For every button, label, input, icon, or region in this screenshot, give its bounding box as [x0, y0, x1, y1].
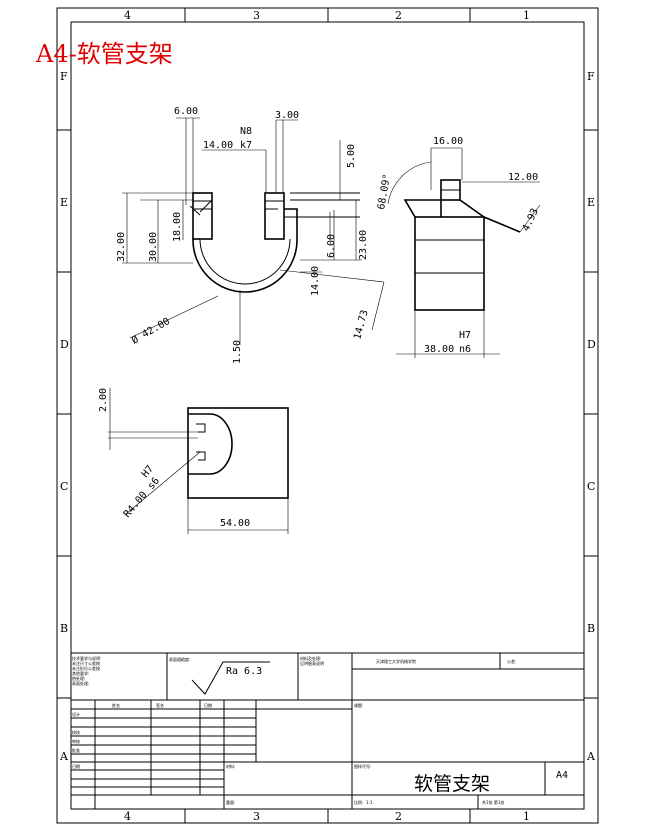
tolerance-label: 公差:: [507, 658, 516, 664]
dim-23: 23.00: [358, 230, 369, 260]
zone-row-c-right: C: [587, 480, 595, 493]
dim-angle: 68.09°: [376, 173, 393, 210]
dim-32: 32.00: [116, 232, 127, 262]
dim-6b: 6.00: [326, 234, 337, 258]
roughness-symbol: [191, 661, 270, 695]
note-5: 表面处理:: [72, 680, 89, 686]
side-view: [403, 179, 521, 311]
scale-label: 比例:: [354, 799, 363, 805]
school-name: 天津理工大学机械学院: [376, 658, 416, 664]
zone-col-4-top: 4: [124, 9, 131, 22]
dim-38: 38.00: [424, 344, 454, 355]
top-view: [108, 407, 289, 499]
zone-col-4-bottom: 4: [124, 810, 131, 823]
roughness-label: 表面粗糙度:: [169, 656, 190, 662]
note-4: 热处理:: [72, 675, 85, 681]
row-design: 设计: [72, 711, 80, 717]
top-dimensions: [109, 388, 289, 534]
zone-row-f-right: F: [587, 70, 595, 83]
row-review: 审核: [72, 738, 80, 744]
col-sign: 签名: [156, 702, 164, 708]
zone-ticks: [57, 8, 598, 823]
dim-14-mid: 14.00: [310, 266, 321, 296]
dim-dia-42: Ø 42.00: [130, 315, 173, 346]
zone-row-a-right: A: [586, 750, 596, 763]
inner-border: [70, 21, 585, 810]
dim-30: 30.00: [148, 232, 159, 262]
dim-2: 2.00: [98, 388, 109, 412]
note-3: 其他要求:: [72, 670, 89, 676]
fit-n8: N8: [240, 126, 252, 137]
material-label: 材料及处理:: [300, 655, 321, 661]
zone-col-1-top: 1: [523, 9, 530, 22]
zone-row-f-left: F: [60, 70, 68, 83]
zone-row-e-left: E: [60, 196, 68, 209]
zone-col-2-top: 2: [395, 9, 402, 22]
dim-54: 54.00: [220, 518, 250, 529]
top-slot-arc: [188, 413, 233, 475]
zone-row-d-right: D: [587, 338, 596, 351]
note-0: 技术要求与说明:: [72, 655, 101, 661]
left-jaw-outline: [192, 192, 213, 240]
project-label: 课题:: [354, 702, 363, 708]
side-dimensions: [387, 147, 541, 358]
sheet-size: A4: [556, 770, 568, 781]
side-body-outline: [414, 216, 485, 311]
scale-value: 1:1: [366, 800, 373, 805]
material-cell: 材料:: [226, 763, 235, 769]
top-body-outline: [187, 407, 289, 499]
zone-row-b-left: B: [60, 622, 68, 635]
dim-1-5: 1.50: [232, 340, 243, 364]
title-block-grid: [70, 652, 585, 810]
dim-14-top: 14.00: [203, 140, 233, 151]
front-dimensions: [122, 117, 385, 345]
sheet-label: 共1张 第1张: [482, 799, 504, 805]
row-check: 校核: [72, 729, 80, 735]
outer-border: [56, 7, 599, 824]
dim-4-93: 4.93: [521, 207, 541, 233]
weight-label: 重量:: [226, 799, 235, 805]
zone-row-b-right: B: [587, 622, 595, 635]
dim-3: 3.00: [275, 110, 299, 121]
dim-14-73: 14.73: [352, 309, 370, 341]
right-jaw-outline: [264, 192, 285, 240]
dim-6: 6.00: [174, 106, 198, 117]
u-clamp-outer: [192, 208, 298, 293]
sheet-title: A4-软管支架: [35, 40, 173, 68]
fit-h7: H7: [459, 330, 471, 341]
u-clamp-inner: [199, 238, 291, 285]
front-view: [189, 192, 360, 293]
row-date: 日期: [72, 763, 80, 769]
note-2: 未注形位公差按: [72, 665, 100, 671]
row-approve: 批准: [72, 747, 80, 753]
dim-r4: R4.00: [122, 490, 150, 520]
fit-k7: k7: [240, 140, 252, 151]
dim-5: 5.00: [346, 144, 357, 168]
zone-col-3-bottom: 3: [253, 810, 260, 823]
zone-row-a-left: A: [59, 750, 69, 763]
zone-row-d-left: D: [60, 338, 69, 351]
zone-row-e-right: E: [587, 196, 595, 209]
zone-col-3-top: 3: [253, 9, 260, 22]
dim-16: 16.00: [433, 136, 463, 147]
material-note: 见明细表说明: [300, 660, 324, 666]
col-name: 姓名: [112, 702, 120, 708]
roughness-value: Ra 6.3: [226, 666, 262, 677]
drawing-title: 软管支架: [414, 773, 490, 795]
drawing-no-label: 图样代号:: [354, 763, 371, 769]
dim-18: 18.00: [172, 212, 183, 242]
note-1: 未注尺寸公差按: [72, 660, 100, 666]
col-date: 日期: [204, 702, 212, 708]
zone-row-c-left: C: [60, 480, 68, 493]
dim-12: 12.00: [508, 172, 538, 183]
fit-n6: n6: [459, 344, 471, 355]
zone-col-1-bottom: 1: [523, 810, 530, 823]
zone-col-2-bottom: 2: [395, 810, 402, 823]
